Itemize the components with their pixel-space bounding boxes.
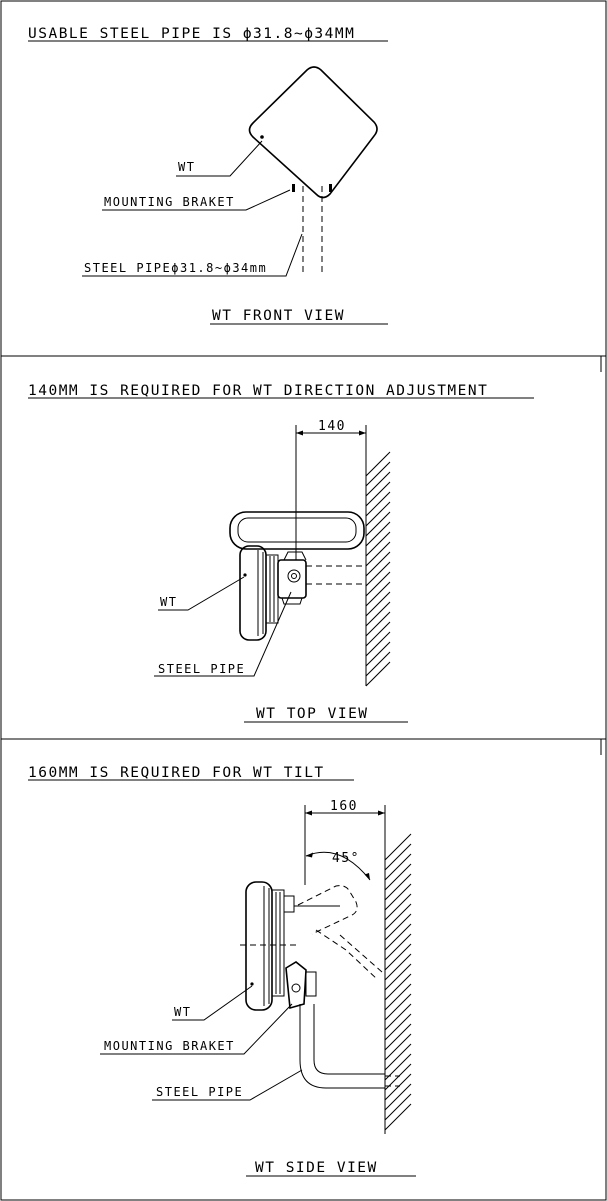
wall-hatch-line (366, 572, 390, 596)
side-view-header: 160MM IS REQUIRED FOR WT TILT (28, 765, 325, 781)
wall-hatch-line (385, 884, 411, 910)
side-steel-pipe-label: STEEL PIPE (156, 1085, 243, 1099)
wall-hatch-line (385, 864, 411, 890)
wall-hatch-line (385, 964, 411, 990)
mounting-bracket-side (286, 962, 316, 1008)
front-steel-pipe-label: STEEL PIPEϕ31.8~ϕ34mm (84, 261, 267, 275)
side-wt-label: WT (174, 1005, 191, 1019)
wall-hatch-line (385, 1034, 411, 1060)
top-view-dimension: 140 (296, 419, 366, 560)
wall-hatch-line (366, 592, 390, 616)
steel-pipe-top-view (278, 552, 366, 604)
wall-hatch-line (385, 984, 411, 1010)
wall-hatch-line (385, 1104, 411, 1130)
wall-hatch-line (385, 974, 411, 1000)
wall-hatch-line (385, 1024, 411, 1050)
mounting-bracket-front-right (329, 184, 332, 192)
tilt-angle-indicator: 45° (306, 851, 370, 880)
wall-hatch-line (366, 522, 390, 546)
wall-hatch-line (385, 924, 411, 950)
top-wt-label: WT (160, 595, 177, 609)
side-view-caption: WT SIDE VIEW (255, 1160, 378, 1176)
wall-hatch-line (366, 472, 390, 496)
wall-hatch-line (366, 492, 390, 516)
wall-hatch-line (366, 532, 390, 556)
wall-hatch-line (366, 602, 390, 626)
wall-hatch-line (385, 874, 411, 900)
wall-hatch-line (385, 914, 411, 940)
wall-hatch-line (385, 1044, 411, 1070)
side-view-section: 160MM IS REQUIRED FOR WT TILT 160 45° (28, 765, 416, 1176)
side-mounting-bracket-label: MOUNTING BRAKET (104, 1039, 235, 1053)
wall-hatch-line (366, 512, 390, 536)
mounting-bracket-front (292, 184, 295, 192)
wall-hatch-line (366, 622, 390, 646)
wall-hatch-line (366, 502, 390, 526)
wall-hatch-line (385, 894, 411, 920)
wall-hatch-line (385, 1004, 411, 1030)
wall-hatch-line (385, 904, 411, 930)
wall-hatch-line (385, 834, 411, 860)
wall-hatch-line (385, 1094, 411, 1120)
wt-tilted-position (294, 886, 382, 980)
top-view-header: 140MM IS REQUIRED FOR WT DIRECTION ADJUS… (28, 383, 488, 399)
wall-side-view (385, 834, 411, 1134)
wt-front-unit (250, 67, 378, 198)
side-view-dimension: 160 (305, 799, 385, 885)
front-mounting-bracket-label: MOUNTING BRAKET (104, 195, 235, 209)
side-view-dimension-value: 160 (330, 799, 358, 814)
front-view-section: USABLE STEEL PIPE IS ϕ31.8~ϕ34MM WT MOUN… (28, 26, 388, 324)
wall-hatch-line (385, 1014, 411, 1040)
wall-hatch-line (385, 944, 411, 970)
wall-hatch-line (366, 552, 390, 576)
wall-hatch-line (385, 954, 411, 980)
wt-front-marker (260, 135, 264, 139)
wall-hatch-line (366, 482, 390, 506)
top-steel-pipe-label: STEEL PIPE (158, 662, 245, 676)
wall-hatch-line (385, 844, 411, 870)
wall-hatch-line (385, 854, 411, 880)
wall-hatch-line (385, 1074, 411, 1100)
front-view-header: USABLE STEEL PIPE IS ϕ31.8~ϕ34MM (28, 26, 355, 42)
wall-hatch-line (385, 934, 411, 960)
wall-hatch-line (385, 1084, 411, 1110)
front-view-caption: WT FRONT VIEW (212, 308, 345, 324)
wall-hatch-line (385, 994, 411, 1020)
wall-hatch-line (366, 652, 390, 676)
wall-hatch-line (366, 582, 390, 606)
wall-hatch-line (366, 612, 390, 636)
top-view-dimension-value: 140 (318, 419, 346, 434)
tilt-angle-value: 45° (332, 851, 360, 866)
wall-hatch-line (366, 462, 390, 486)
wall-top-view (366, 452, 390, 686)
wall-hatch-line (366, 452, 390, 476)
top-view-section: 140MM IS REQUIRED FOR WT DIRECTION ADJUS… (28, 383, 534, 722)
wall-hatch-line (366, 662, 390, 686)
front-wt-label: WT (178, 160, 195, 174)
top-view-caption: WT TOP VIEW (256, 706, 369, 722)
wall-hatch-line (366, 542, 390, 566)
wall-hatch-line (366, 562, 390, 586)
wall-hatch-line (366, 632, 390, 656)
wall-hatch-line (366, 642, 390, 666)
